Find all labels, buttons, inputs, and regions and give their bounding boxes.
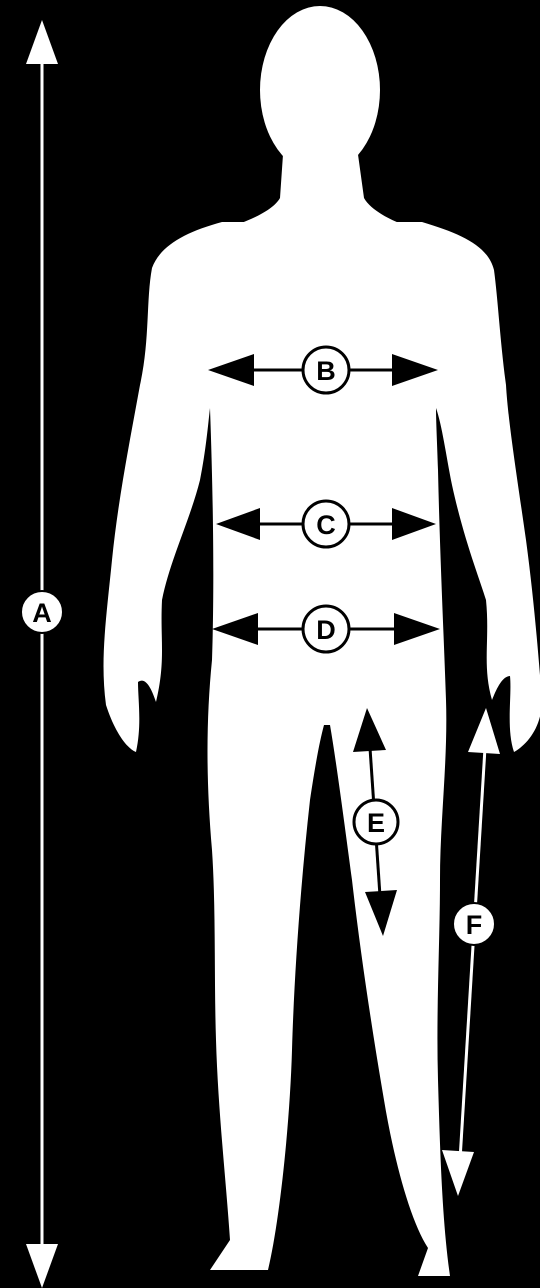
label-B: B [316,356,336,386]
label-F: F [466,910,483,940]
label-D: D [316,615,336,645]
label-E: E [367,808,385,838]
label-C: C [316,510,336,540]
label-A: A [32,598,52,628]
